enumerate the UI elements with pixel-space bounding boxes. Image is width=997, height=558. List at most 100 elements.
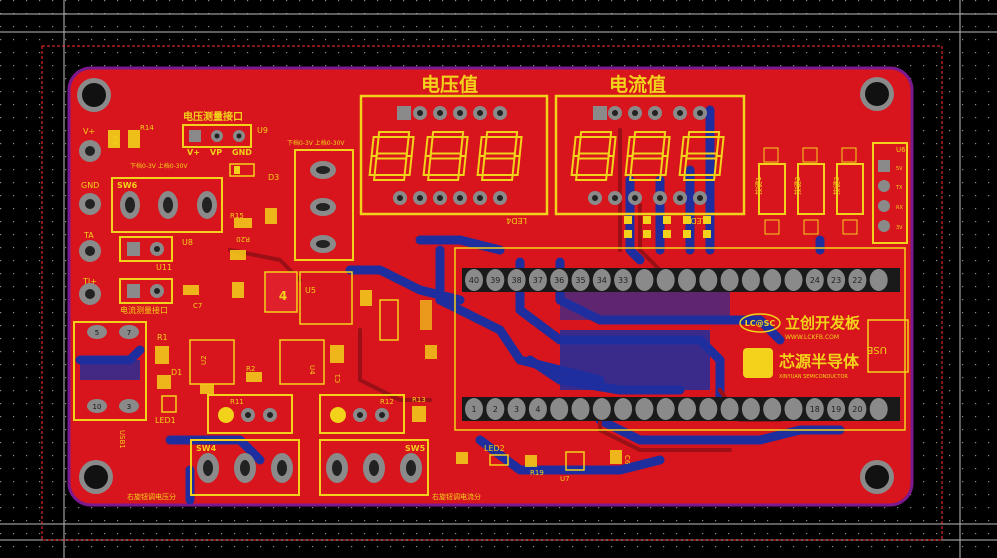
r12-label: R12 [380, 398, 394, 406]
current-digit-2 [624, 131, 671, 181]
header-bottom-pin [678, 398, 696, 420]
sw6-range-switch[interactable]: 下档0-3V 上档0-30V SW6 [111, 162, 223, 233]
usb-pin-4: 3 [127, 403, 131, 411]
u4-label: U4 [308, 365, 316, 375]
led4-voltage-display[interactable]: LED4 [359, 94, 549, 225]
header-bottom-pin [465, 398, 483, 420]
c7-label: C7 [193, 302, 202, 310]
key2-label: 按键2 [793, 177, 802, 195]
led1-label: LED1 [155, 416, 176, 425]
header-top-pin [465, 269, 483, 291]
r1-d1-led1[interactable]: R1 D1 LED1 [155, 333, 182, 425]
voltage-seven-seg-digits [368, 131, 523, 181]
header-top-pin [635, 269, 654, 291]
header-top-pin [720, 269, 739, 291]
r3-label: R3 [112, 136, 120, 145]
header-top-pin [592, 269, 611, 291]
key-buttons[interactable]: 按键1 按键2 按键3 [754, 147, 864, 235]
header-bottom-pin [614, 398, 633, 420]
current-digit-3 [678, 131, 725, 181]
voltage-digit-2 [422, 131, 469, 181]
header-top-pin [507, 269, 526, 291]
voltage-digit-3 [476, 131, 523, 181]
u6-pin-3: RX [896, 205, 903, 211]
header-bottom-pin [528, 398, 547, 420]
header-bottom-pin-number: 20 [852, 405, 862, 414]
voltage-digit-1 [368, 131, 415, 181]
u9-label: U9 [257, 126, 268, 135]
range-selector-block[interactable]: 下档0-3V 上档0-30V [287, 139, 354, 261]
u6-pin-1: 5V [896, 166, 903, 172]
pin-gnd: GND [232, 148, 252, 157]
header-top-pin-number: 40 [469, 276, 479, 285]
u2-u4-chips[interactable]: U2 U4 R2 C1 [189, 339, 344, 394]
current-digit-1 [570, 131, 617, 181]
side-test-points[interactable]: V+ GND TA TI+ [79, 127, 101, 305]
u8-u11-current-connector[interactable]: U8 U11 电流测量接口 C7 [119, 236, 202, 315]
bottom-left-note: 右旋钮调电压分 [127, 492, 176, 501]
vmeas-title: 电压测量接口 [183, 110, 243, 123]
header-top-pin [805, 269, 824, 291]
header-bottom-pin-number: 3 [514, 405, 519, 414]
sw4-switch[interactable]: SW4 [190, 439, 300, 496]
header-bottom-pin [741, 398, 760, 420]
led2-r19-u7-c6[interactable]: LED2 R19 U7 C6 [456, 444, 631, 483]
usb-pin-1: 5 [95, 329, 99, 337]
header-top-pin [827, 269, 846, 291]
r15-r20-resistors[interactable]: R15 R20 [230, 208, 277, 260]
keepout-outline [41, 45, 943, 541]
side-ti-label: TI+ [82, 277, 97, 286]
led3-label: LED3 [685, 216, 706, 225]
header-bottom-pin-number: 18 [810, 405, 820, 414]
u2-label: U2 [200, 355, 208, 365]
r11-r12-potentiometers[interactable]: R11 R12 R13 [207, 394, 426, 434]
mounting-holes [77, 77, 894, 494]
header-bottom-pin [592, 398, 611, 420]
r20-label: R20 [236, 235, 250, 243]
r3-r14-resistors[interactable]: R3 R14 [108, 124, 154, 148]
pin-vp: VP [210, 148, 222, 157]
led3-current-display[interactable]: LED3 [554, 94, 746, 225]
sw5-label: SW5 [405, 444, 426, 453]
header-bottom-pin [827, 398, 846, 420]
header-top-pin-number: 35 [575, 276, 585, 285]
led3-bottom-pads [588, 191, 707, 205]
key3-label: 按键3 [832, 177, 841, 195]
header-top-pin-number: 36 [554, 276, 564, 285]
pin-v-plus: V+ [187, 148, 200, 157]
u11-label: U11 [156, 263, 172, 272]
u5-chip[interactable]: 4 U5 [232, 271, 437, 359]
header-top-pin-number: 39 [490, 276, 500, 285]
d3-diode[interactable]: D3 [229, 163, 279, 182]
u6-pin-2: TX [895, 185, 903, 191]
header-top-pin [678, 269, 696, 291]
u5-mark: 4 [279, 289, 287, 303]
header-bottom-pin [848, 398, 867, 420]
header-bottom-pin [805, 398, 824, 420]
led2-label: LED2 [484, 444, 505, 453]
header-bottom-pin [763, 398, 782, 420]
sw4-label: SW4 [196, 444, 217, 453]
header-top-pin [848, 269, 867, 291]
usb-pin-3: 10 [93, 403, 102, 411]
r11-label: R11 [230, 398, 244, 406]
sw5-switch[interactable]: SW5 [319, 439, 429, 496]
header-bottom-pin [784, 398, 803, 420]
header-top-pin [784, 269, 803, 291]
u9-voltage-connector[interactable]: 电压测量接口 U9 V+ VP GND [182, 110, 268, 157]
u6-side-connector[interactable]: U6 5V TX RX 3V [872, 142, 908, 244]
usb1-connector[interactable]: 5 7 10 3 USB1 [73, 321, 147, 449]
header-top-pin-number: 34 [597, 276, 607, 285]
u7-label: U7 [560, 475, 570, 483]
lcsc-brand-block: LC@SC 立创开发板 WWW.LCKFB.COM 芯源半导体 XINYUAN … [739, 313, 861, 380]
bottom-copper-pour-3 [80, 360, 140, 380]
r14-label: R14 [140, 124, 154, 132]
header-top-pin-number: 37 [533, 276, 543, 285]
header-top-pin-number: 38 [512, 276, 522, 285]
chip-brand: 芯源半导体 [779, 352, 860, 371]
d1-label: D1 [171, 368, 182, 377]
header-bottom-pin [550, 398, 569, 420]
